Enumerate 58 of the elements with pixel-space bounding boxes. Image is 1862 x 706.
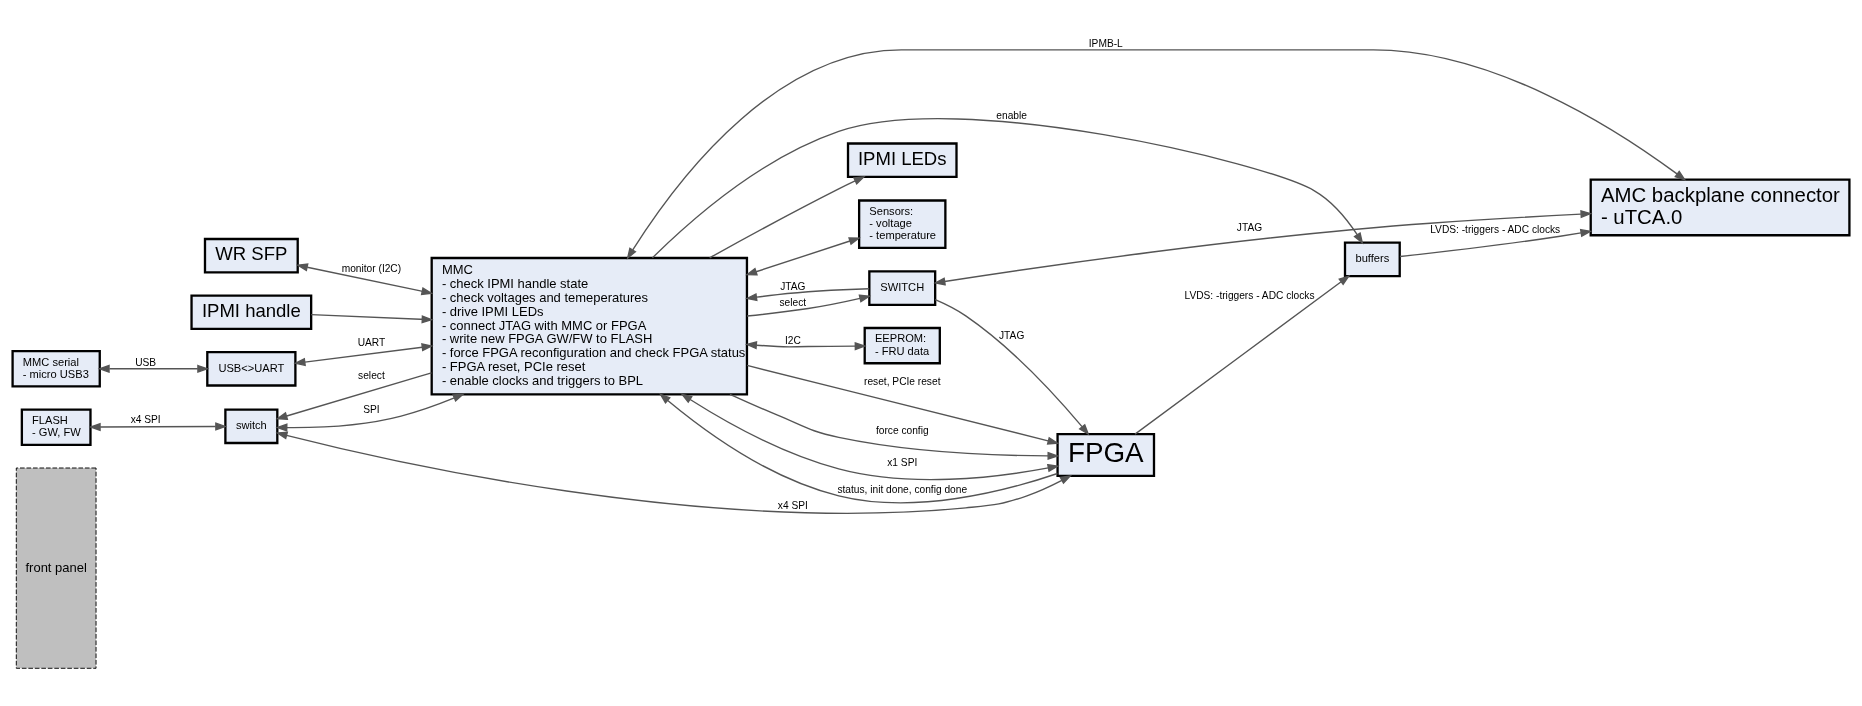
arrow (934, 298, 1090, 436)
edge-label: SPI (363, 403, 380, 415)
arrow (933, 209, 1593, 286)
arrow (1399, 228, 1593, 257)
arrow (275, 371, 433, 420)
node-box: front panel (15, 467, 97, 669)
node-box: MMC - check IPMI handle state - check voltages and temeperatures - drive IPMI LEDs - connect JTAG with MMC or FPGA - write new FPGA GW/FW to FLASH - force FPGA reconfiguration and check FPGA status - FPGA reset, PCIe reset - enable clocks and triggers to BPL (430, 256, 749, 395)
edge-label: force config (875, 424, 929, 436)
arrow (275, 393, 465, 432)
arrow (97, 364, 210, 373)
edge-label: select (779, 296, 807, 308)
edge-label: monitor (I2C) (341, 262, 402, 274)
edge-label: JTAG (780, 280, 806, 292)
node-box: buffers (1343, 241, 1401, 277)
edge-label: enable (996, 109, 1027, 121)
node-box: USB<>UART (206, 350, 297, 387)
edge-label: x4 SPI (777, 499, 808, 511)
arrow (746, 364, 1060, 445)
node-box: EEPROM: - FRU data (863, 326, 941, 364)
arrow (744, 340, 867, 350)
node-box: FLASH - GW, FW (20, 407, 92, 446)
edge-label: x1 SPI (887, 456, 918, 468)
arrow (275, 430, 1072, 514)
arrow (310, 313, 434, 323)
edge-label: LVDS: -triggers - ADC clocks (1430, 223, 1561, 235)
arrow (651, 117, 1364, 259)
arrow (626, 48, 1687, 260)
edge-label: select (358, 369, 385, 381)
edge-label: I2C (784, 334, 801, 346)
node-box: MMC serial - micro USB3 (11, 349, 101, 388)
arrow (295, 262, 434, 295)
node-box: Sensors: - voltage - temperature (858, 198, 947, 249)
edge-label: USB (135, 356, 157, 368)
node-box: AMC backplane connector - uTCA.0 (1589, 178, 1851, 236)
arrow (1134, 274, 1351, 435)
edge-label: UART (357, 336, 386, 348)
arrow (709, 175, 866, 259)
arrow (729, 393, 1060, 460)
edge-label: x4 SPI (130, 413, 161, 425)
arrow (745, 236, 861, 276)
edge-label: reset, PCIe reset (864, 375, 941, 387)
edge-label: LVDS: -triggers - ADC clocks (1184, 289, 1315, 301)
node-box: IPMI handle (190, 293, 313, 330)
edge-label: IPMB-L (1088, 37, 1123, 49)
arrow (680, 392, 1060, 480)
arrow (746, 293, 872, 317)
node-box: FPGA (1056, 432, 1156, 477)
arrow (658, 392, 1059, 503)
arrow (293, 342, 434, 366)
arrow (745, 287, 870, 301)
node-box: SWITCH (868, 269, 937, 306)
node-box: WR SFP (203, 237, 299, 274)
edge-label: status, init done, config done (837, 483, 968, 495)
node-box: IPMI LEDs (846, 141, 958, 178)
edge-label: JTAG (1236, 221, 1263, 233)
node-box: switch (224, 407, 279, 444)
arrow (88, 421, 228, 431)
edge-label: JTAG (999, 329, 1025, 341)
